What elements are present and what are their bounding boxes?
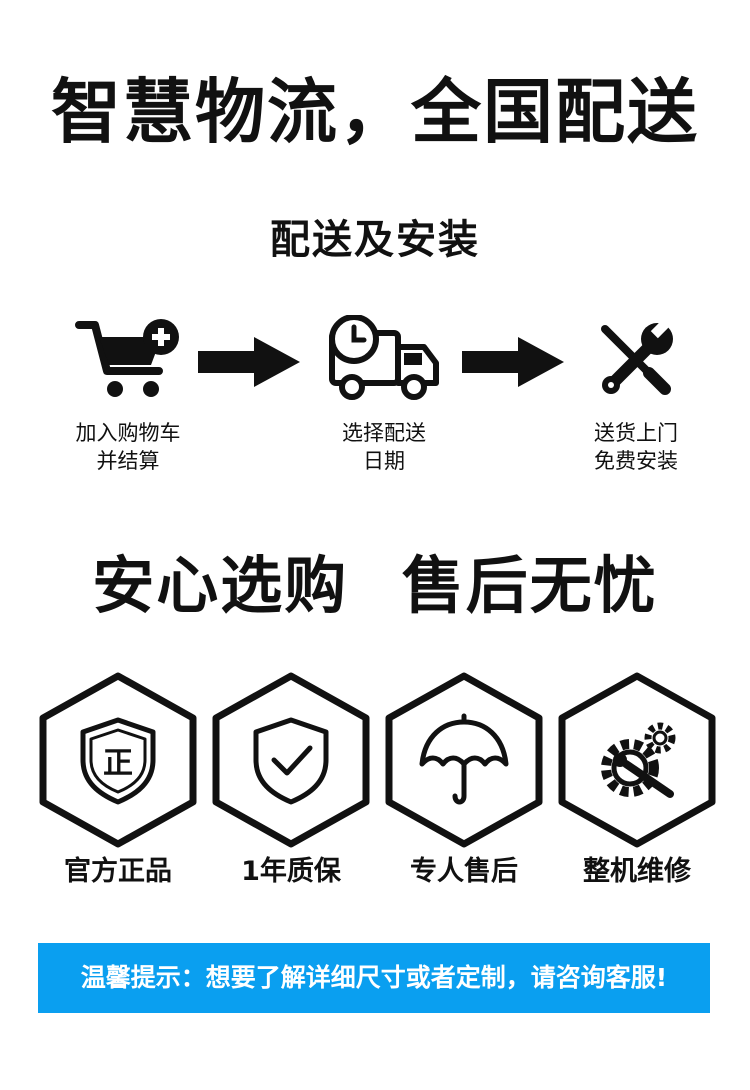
guarantee-warranty: 1年质保	[211, 672, 371, 890]
guarantee-repair: 整机维修	[557, 672, 717, 890]
shield-genuine-icon: 正	[80, 717, 156, 805]
guarantee-label: 整机维修	[583, 856, 691, 887]
step-label-line2: 并结算	[96, 449, 160, 473]
gear-wrench-icon	[601, 722, 676, 798]
hexagon-frame	[212, 672, 370, 848]
guarantee-label: 专人售后	[410, 856, 518, 887]
guarantee-label: 1年质保	[241, 856, 341, 887]
notice-banner: 温馨提示：想要了解详细尺寸或者定制，请咨询客服!	[38, 943, 710, 1013]
step-label-line2: 日期	[363, 449, 405, 473]
genuine-badge-text: 正	[103, 746, 133, 781]
hexagon-frame	[558, 672, 716, 848]
shield-check-icon	[253, 717, 329, 805]
step-label-line1: 加入购物车	[75, 421, 181, 445]
step-label-line1: 送货上门	[594, 421, 678, 445]
step-choose-date: 选择配送 日期	[304, 315, 464, 475]
tools-icon	[601, 319, 673, 395]
guarantee-genuine: 正 官方正品	[38, 672, 198, 890]
umbrella-icon	[419, 713, 509, 805]
step-add-to-cart: 加入购物车 并结算	[48, 315, 208, 475]
delivery-steps: 加入购物车 并结算 选择配送 日期	[0, 315, 750, 495]
guarantee-aftersales: 专人售后	[384, 672, 544, 890]
slogan: 安心选购 售后无忧	[92, 549, 658, 622]
page-title: 智慧物流，全国配送	[51, 71, 699, 153]
clock-truck-icon	[329, 315, 439, 400]
step-delivery-install: 送货上门 免费安装	[556, 315, 716, 475]
guarantee-label: 官方正品	[64, 856, 172, 887]
delivery-section-title: 配送及安装	[270, 217, 480, 263]
step-label-line1: 选择配送	[342, 421, 426, 445]
cart-plus-icon	[75, 319, 179, 397]
arrow-right-icon	[198, 337, 300, 387]
hexagon-frame: 正	[39, 672, 197, 848]
hexagon-frame	[385, 672, 543, 848]
step-label-line2: 免费安装	[594, 449, 678, 473]
guarantee-list: 正 官方正品 1年质保 专人售后	[0, 672, 750, 892]
arrow-right-icon	[462, 337, 564, 387]
